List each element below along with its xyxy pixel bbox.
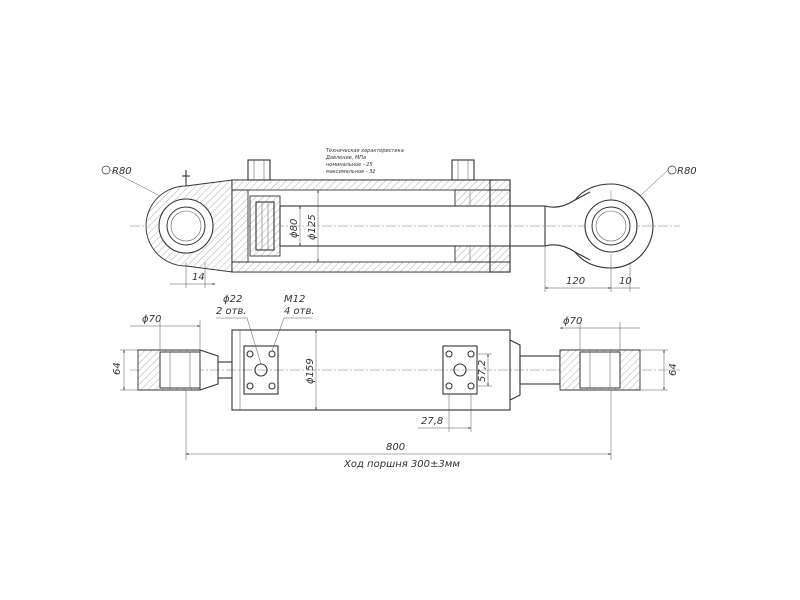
port-flange-right — [442, 345, 478, 395]
width-64-left-label: 64 — [112, 362, 123, 375]
holes-2-label: 2 отв. — [216, 306, 247, 317]
thread-m12-label: M12 — [284, 294, 305, 305]
width-64-right-label: 64 — [668, 363, 679, 376]
length-800-label: 800 — [386, 442, 405, 453]
port-flange-left — [243, 345, 279, 395]
svg-text:номинальное - 25: номинальное - 25 — [326, 162, 373, 168]
dim-27-8-label: 27,8 — [421, 416, 443, 427]
svg-text:Давление, МПа: Давление, МПа — [325, 155, 366, 161]
rod-diameter-label: ϕ80 — [289, 219, 300, 238]
dia-159-label: ϕ159 — [305, 358, 316, 384]
gland — [454, 189, 511, 207]
dim-57-2-label: 57,2 — [477, 360, 488, 382]
bore-diameter-label: ϕ125 — [307, 214, 318, 240]
section-view: R80 R80 ϕ80 ϕ125 14 120 10 Техническая х… — [101, 148, 697, 292]
svg-text:максимальное - 32: максимальное - 32 — [326, 169, 376, 175]
technical-note: Техническая характеристика Давление, МПа… — [325, 148, 404, 175]
right-eye — [574, 183, 654, 269]
svg-text:Техническая характеристика: Техническая характеристика — [326, 148, 404, 154]
radius-right-label: R80 — [677, 166, 697, 177]
port-left-section — [247, 159, 271, 181]
port-right-section — [451, 159, 475, 181]
piston — [249, 195, 281, 257]
dia-70-left-label: ϕ70 — [142, 314, 161, 325]
stroke-note: Ход поршня 300±3мм — [343, 459, 460, 470]
holes-4-label: 4 отв. — [284, 306, 315, 317]
plan-view: ϕ22 2 отв. M12 4 отв. ϕ70 ϕ70 64 64 ϕ159 — [112, 294, 680, 470]
dim-120-label: 120 — [566, 276, 585, 287]
cylinder-tube — [231, 329, 511, 411]
dia-22-label: ϕ22 — [223, 294, 242, 305]
dim-14-label: 14 — [192, 272, 205, 283]
radius-left-label: R80 — [112, 166, 132, 177]
piston-rod — [279, 205, 546, 247]
dim-10-label: 10 — [619, 276, 632, 287]
dia-70-right-label: ϕ70 — [563, 316, 582, 327]
